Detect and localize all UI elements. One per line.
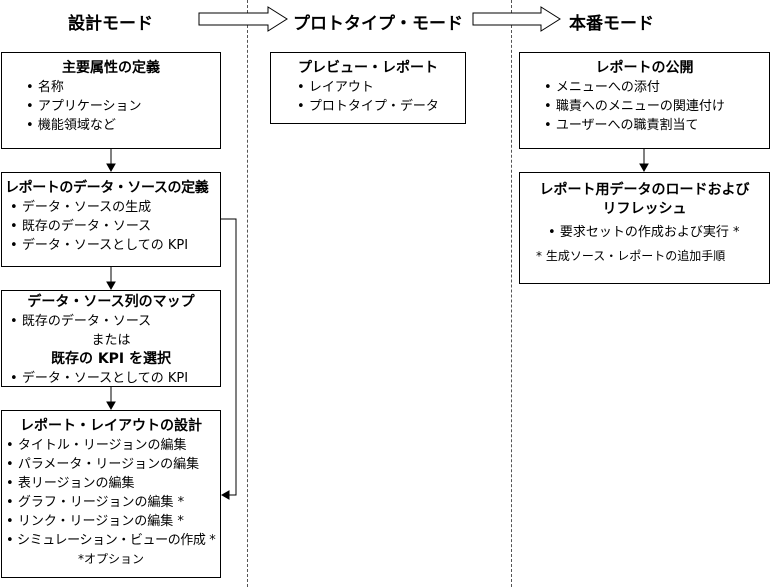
flow-arrowhead-3 xyxy=(106,401,116,411)
optional-note: *オプション xyxy=(77,552,144,566)
mode-arrow-2 xyxy=(472,6,561,32)
box-title: レポート・レイアウトの設計 xyxy=(20,418,202,434)
list-item: データ・ソースとしての KPI xyxy=(10,236,220,255)
box-title-line2: リフレッシュ xyxy=(602,201,687,217)
flow-arrowhead-1 xyxy=(106,163,116,173)
column-divider-left xyxy=(247,0,248,587)
flow-arrowhead-side xyxy=(220,490,230,500)
box-title: レポートのデータ・ソースの定義 xyxy=(5,180,209,196)
list-item: 要求セットの作成および実行 * xyxy=(548,223,769,242)
or-text: または xyxy=(91,333,131,348)
list-item: 既存のデータ・ソース xyxy=(10,312,220,331)
box-title: レポートの公開 xyxy=(595,60,694,76)
flow-arrowhead-prod xyxy=(639,163,649,173)
list-item: パラメータ・リージョンの編集 xyxy=(6,455,220,474)
column-divider-right xyxy=(511,0,512,587)
production-mode-heading: 本番モード xyxy=(569,14,654,34)
load-refresh-data-box: レポート用データのロードおよび リフレッシュ 要求セットの作成および実行 * *… xyxy=(519,172,770,284)
box-title: 主要属性の定義 xyxy=(62,60,160,76)
prototype-mode-heading: プロトタイプ・モード xyxy=(293,14,463,34)
list-item: データ・ソースとしての KPI xyxy=(10,369,220,388)
define-key-attributes-box: 主要属性の定義 名称 アプリケーション 機能領域など xyxy=(1,52,221,149)
publish-report-box: レポートの公開 メニューへの添付 職責へのメニューの関連付け ユーザーへの職責割… xyxy=(519,52,770,149)
define-data-source-box: レポートのデータ・ソースの定義 データ・ソースの生成 既存のデータ・ソース デー… xyxy=(1,172,221,267)
list-item: タイトル・リージョンの編集 xyxy=(6,436,220,455)
list-item: 表リージョンの編集 xyxy=(6,474,220,493)
mode-arrow-1 xyxy=(198,6,288,32)
map-data-source-columns-box: データ・ソース列のマップ 既存のデータ・ソース または 既存の KPI を選択 … xyxy=(1,290,221,387)
list-item: 名称 xyxy=(26,78,220,97)
list-item: ユーザーへの職責割当て xyxy=(544,116,769,135)
list-item: メニューへの添付 xyxy=(544,78,769,97)
list-item: プロトタイプ・データ xyxy=(297,97,465,116)
select-kpi-text: 既存の KPI を選択 xyxy=(50,351,172,367)
list-item: データ・ソースの生成 xyxy=(10,198,220,217)
box-title-line1: レポート用データのロードおよび xyxy=(539,182,750,198)
list-item: アプリケーション xyxy=(26,97,220,116)
design-mode-heading: 設計モード xyxy=(68,14,153,34)
design-report-layout-box: レポート・レイアウトの設計 タイトル・リージョンの編集 パラメータ・リージョンの… xyxy=(1,410,221,578)
list-item: レイアウト xyxy=(297,78,465,97)
additional-step-note: * 生成ソース・レポートの追加手順 xyxy=(536,249,726,263)
list-item: シミュレーション・ビューの作成 * xyxy=(6,531,220,550)
flow-arrowhead-2 xyxy=(106,281,116,291)
list-item: 機能領域など xyxy=(26,116,220,135)
list-item: グラフ・リージョンの編集 * xyxy=(6,493,220,512)
list-item: 既存のデータ・ソース xyxy=(10,217,220,236)
box-title: データ・ソース列のマップ xyxy=(27,294,195,310)
box-title: プレビュー・レポート xyxy=(298,60,438,76)
list-item: リンク・リージョンの編集 * xyxy=(6,512,220,531)
preview-report-box: プレビュー・レポート レイアウト プロトタイプ・データ xyxy=(270,52,466,124)
list-item: 職責へのメニューの関連付け xyxy=(544,97,769,116)
